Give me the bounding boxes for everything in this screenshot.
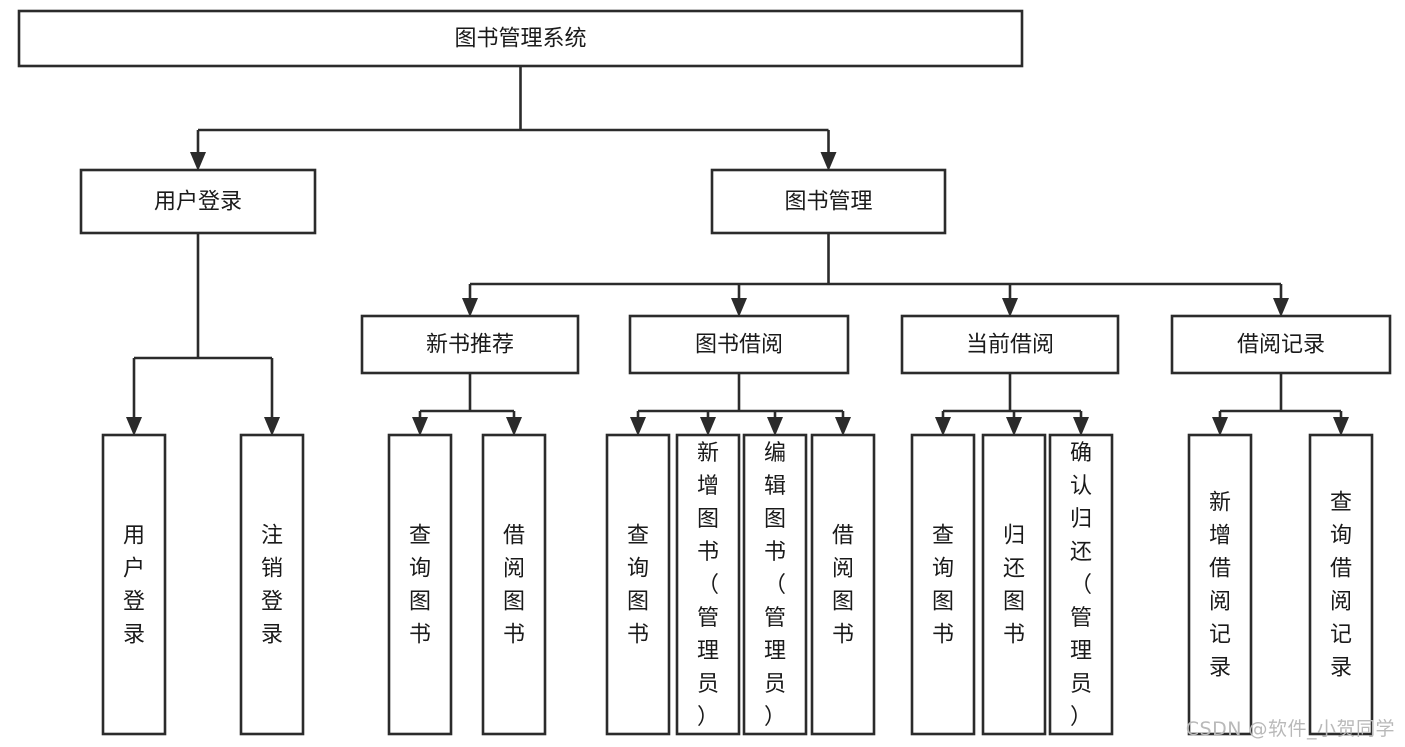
node-root[interactable]: 图书管理系统 [17, 9, 1024, 68]
node-box [79, 168, 317, 235]
arrow-head-icon [767, 417, 783, 436]
arrow-head-icon [820, 152, 837, 171]
node-book-borrow[interactable]: 图书借阅 [628, 314, 850, 375]
node-label: 用户登录 [154, 190, 242, 215]
arrow-head-icon [731, 298, 747, 317]
node-label: 借阅图书 [503, 523, 525, 647]
node-box [101, 433, 167, 736]
node-label: 编辑图书（管理员） [764, 441, 786, 730]
node-box [910, 433, 976, 736]
node-leaf-borrow-book-2[interactable]: 借阅图书 [810, 433, 876, 736]
node-label: 归还图书 [1003, 523, 1025, 647]
node-box [900, 314, 1120, 375]
arrow-head-icon [1333, 417, 1349, 436]
node-label: 借阅图书 [832, 523, 854, 647]
arrow-head-icon [1006, 417, 1022, 436]
arrow-head-icon [506, 417, 522, 436]
node-leaf-borrow-book-1[interactable]: 借阅图书 [481, 433, 547, 736]
node-new-book-rec[interactable]: 新书推荐 [360, 314, 580, 375]
arrow-head-icon [1273, 298, 1289, 317]
node-box [628, 314, 850, 375]
node-label: 图书管理系统 [454, 27, 586, 52]
node-leaf-user-login[interactable]: 用户登录 [101, 433, 167, 736]
node-box [1308, 433, 1374, 736]
arrow-head-icon [1212, 417, 1228, 436]
node-label: 注销登录 [261, 523, 283, 647]
node-box [981, 433, 1047, 736]
edge-group-new-book-rec [412, 373, 522, 436]
node-box [605, 433, 671, 736]
node-label: 用户登录 [123, 523, 145, 647]
arrow-head-icon [264, 417, 280, 436]
edges-layer [126, 66, 1349, 436]
node-box [360, 314, 580, 375]
node-box [1048, 433, 1114, 736]
node-leaf-edit-book[interactable]: 编辑图书（管理员） [742, 433, 808, 736]
edge-group-book-manage [462, 233, 1289, 317]
arrow-head-icon [412, 417, 428, 436]
node-label: 新书推荐 [426, 333, 514, 358]
node-box [239, 433, 305, 736]
node-leaf-query-book-2[interactable]: 查询图书 [605, 433, 671, 736]
node-box [810, 433, 876, 736]
edge-group-book-borrow [630, 373, 851, 436]
edge-group-borrow-record [1212, 373, 1349, 436]
arrow-head-icon [1073, 417, 1089, 436]
node-leaf-logout[interactable]: 注销登录 [239, 433, 305, 736]
arrow-head-icon [190, 152, 206, 171]
node-label: 查询借阅记录 [1330, 490, 1352, 680]
node-label: 图书借阅 [695, 333, 783, 358]
node-label: 新增图书（管理员） [697, 441, 719, 730]
node-leaf-query-book-1[interactable]: 查询图书 [387, 433, 453, 736]
edge-group-current-borrow [935, 373, 1089, 436]
node-box [742, 433, 808, 736]
arrow-head-icon [462, 298, 478, 317]
node-box [17, 9, 1024, 68]
node-leaf-confirm-return[interactable]: 确认归还（管理员） [1048, 433, 1114, 736]
node-current-borrow[interactable]: 当前借阅 [900, 314, 1120, 375]
arrow-head-icon [126, 417, 142, 436]
arrow-head-icon [1002, 298, 1018, 317]
arrow-head-icon [630, 417, 646, 436]
node-label: 新增借阅记录 [1209, 490, 1231, 680]
node-box [675, 433, 741, 736]
edge-group-user-login [126, 233, 280, 436]
node-box [1170, 314, 1392, 375]
node-leaf-query-book-3[interactable]: 查询图书 [910, 433, 976, 736]
node-leaf-add-record[interactable]: 新增借阅记录 [1187, 433, 1253, 736]
node-label: 图书管理 [784, 190, 872, 215]
node-box [387, 433, 453, 736]
node-leaf-query-record[interactable]: 查询借阅记录 [1308, 433, 1374, 736]
node-box [1187, 433, 1253, 736]
node-box [481, 433, 547, 736]
node-box [710, 168, 947, 235]
node-label: 查询图书 [627, 523, 649, 647]
arrow-head-icon [700, 417, 716, 436]
node-leaf-return-book[interactable]: 归还图书 [981, 433, 1047, 736]
node-label: 确认归还（管理员） [1070, 441, 1092, 730]
arrow-head-icon [935, 417, 951, 436]
node-user-login[interactable]: 用户登录 [79, 168, 317, 235]
node-borrow-record[interactable]: 借阅记录 [1170, 314, 1392, 375]
node-label: 借阅记录 [1237, 333, 1325, 358]
node-label: 查询图书 [932, 523, 954, 647]
node-label: 当前借阅 [966, 333, 1054, 358]
node-label: 查询图书 [409, 523, 431, 647]
node-book-manage[interactable]: 图书管理 [710, 168, 947, 235]
nodes-layer: 图书管理系统用户登录图书管理新书推荐图书借阅当前借阅借阅记录用户登录注销登录查询… [17, 9, 1392, 736]
arrow-head-icon [835, 417, 851, 436]
node-leaf-add-book[interactable]: 新增图书（管理员） [675, 433, 741, 736]
edge-group-root [190, 66, 837, 171]
